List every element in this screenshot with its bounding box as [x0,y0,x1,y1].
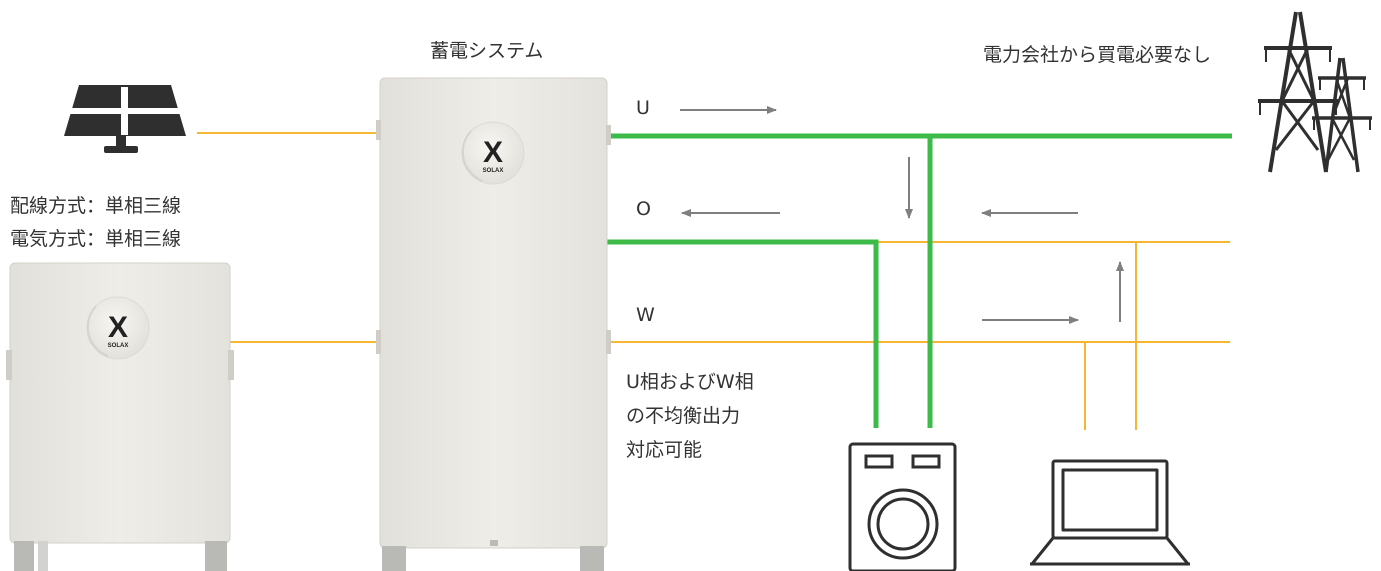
grid-title: 電力会社から買電必要なし [983,44,1212,66]
storage-system-cabinet [376,77,611,571]
flow-arrows [680,106,1124,324]
battery-logo-mark: X [108,311,128,344]
battery-foot-right [205,541,227,571]
electric-method-label: 電気方式：単相三線 [10,228,182,250]
phase-o-label: O [636,198,651,220]
system-title: 蓄電システム [430,40,544,62]
system-logo-mark: X [483,136,503,169]
battery-cabinet [6,262,234,571]
battery-logo-text: SOLAX [108,343,129,349]
note-line-3: 対応可能 [626,439,703,461]
system-foot-right [580,546,604,571]
phase-w-label: W [636,304,655,326]
solar-panel-icon [64,85,186,153]
power-tower-icon [1258,11,1372,173]
battery-foot-left [14,541,48,571]
phase-u-label: U [636,97,650,119]
wiring-method-label: 配線方式：単相三線 [10,195,182,217]
green-wires [607,133,1232,428]
system-logo-text: SOLAX [483,168,504,174]
laptop-icon [1030,459,1190,566]
note-line-1: U相およびW相 [626,371,754,393]
system-foot-left [382,546,406,571]
washing-machine-icon [848,442,957,571]
yellow-wires [197,132,1230,430]
note-line-2: の不均衡出力 [626,405,741,427]
o-phase-green-wire [607,239,879,428]
